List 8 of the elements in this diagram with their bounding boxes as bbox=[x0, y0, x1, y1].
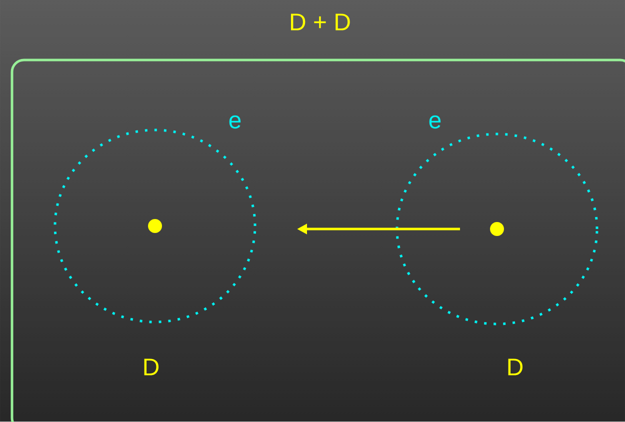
electron-cloud bbox=[54, 128, 256, 324]
electron-label: e bbox=[229, 115, 241, 129]
title: D + D bbox=[290, 14, 350, 30]
nucleus-label: D bbox=[508, 358, 523, 376]
frame-box bbox=[10, 58, 625, 422]
electron-label: e bbox=[429, 115, 441, 129]
nucleus-label: D bbox=[144, 358, 159, 376]
electron-cloud bbox=[396, 132, 598, 326]
